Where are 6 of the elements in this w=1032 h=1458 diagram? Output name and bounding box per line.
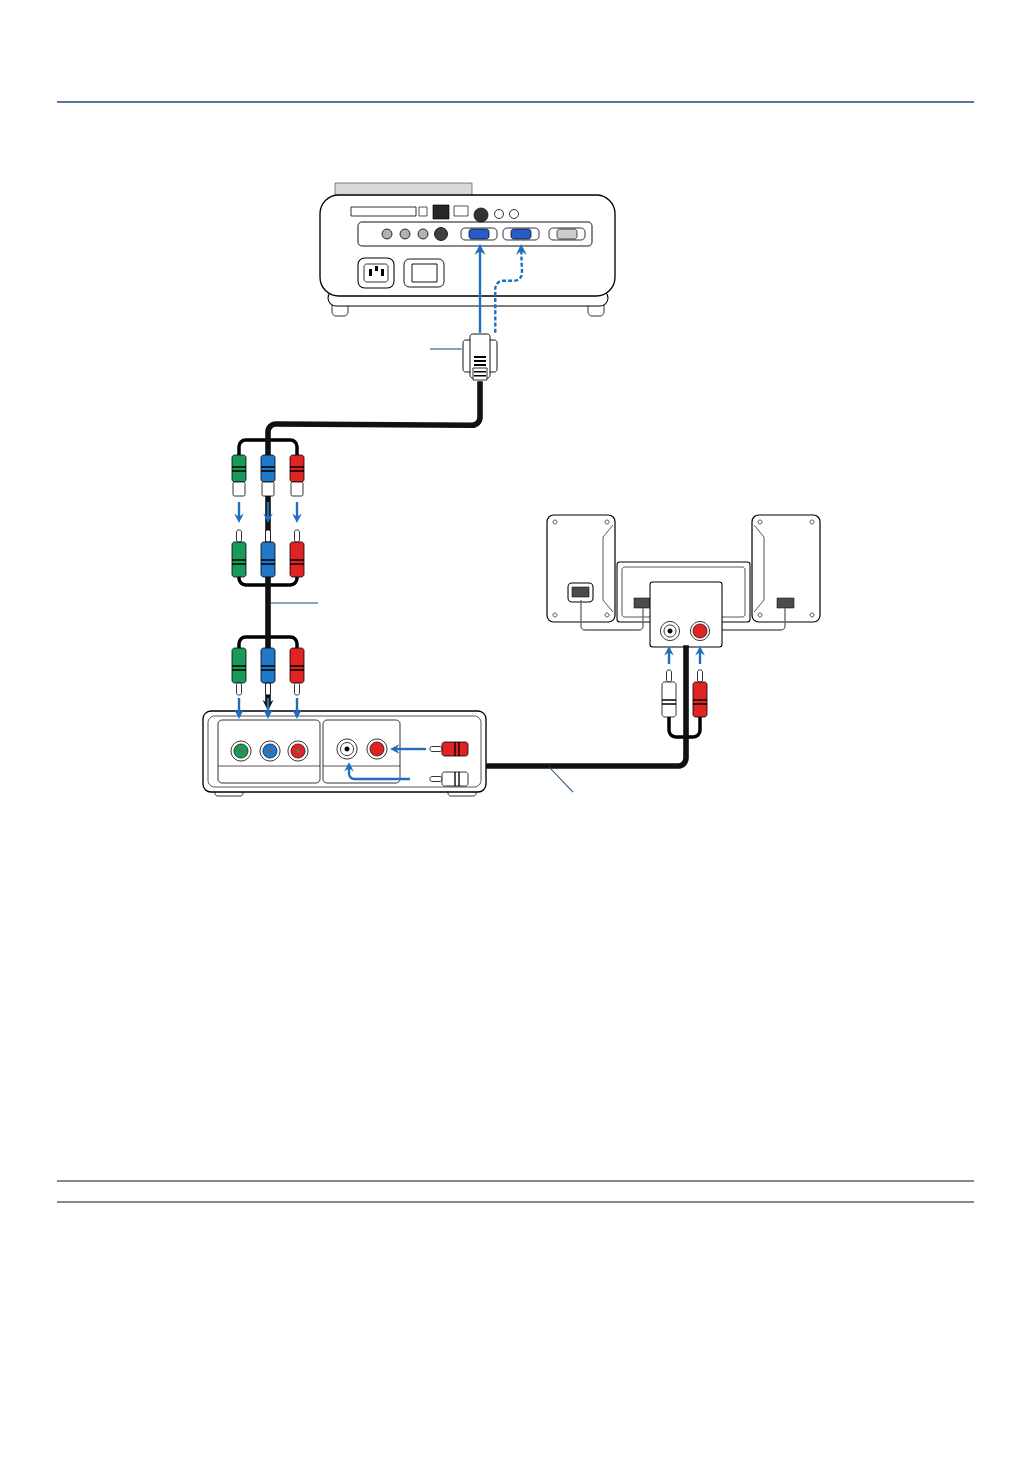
projector-drawing — [319, 194, 616, 317]
connector-drawing — [462, 333, 498, 381]
leader-line — [429, 348, 463, 350]
cable — [486, 645, 689, 769]
player-drawing — [202, 710, 487, 797]
speaker-drawing — [546, 514, 821, 648]
